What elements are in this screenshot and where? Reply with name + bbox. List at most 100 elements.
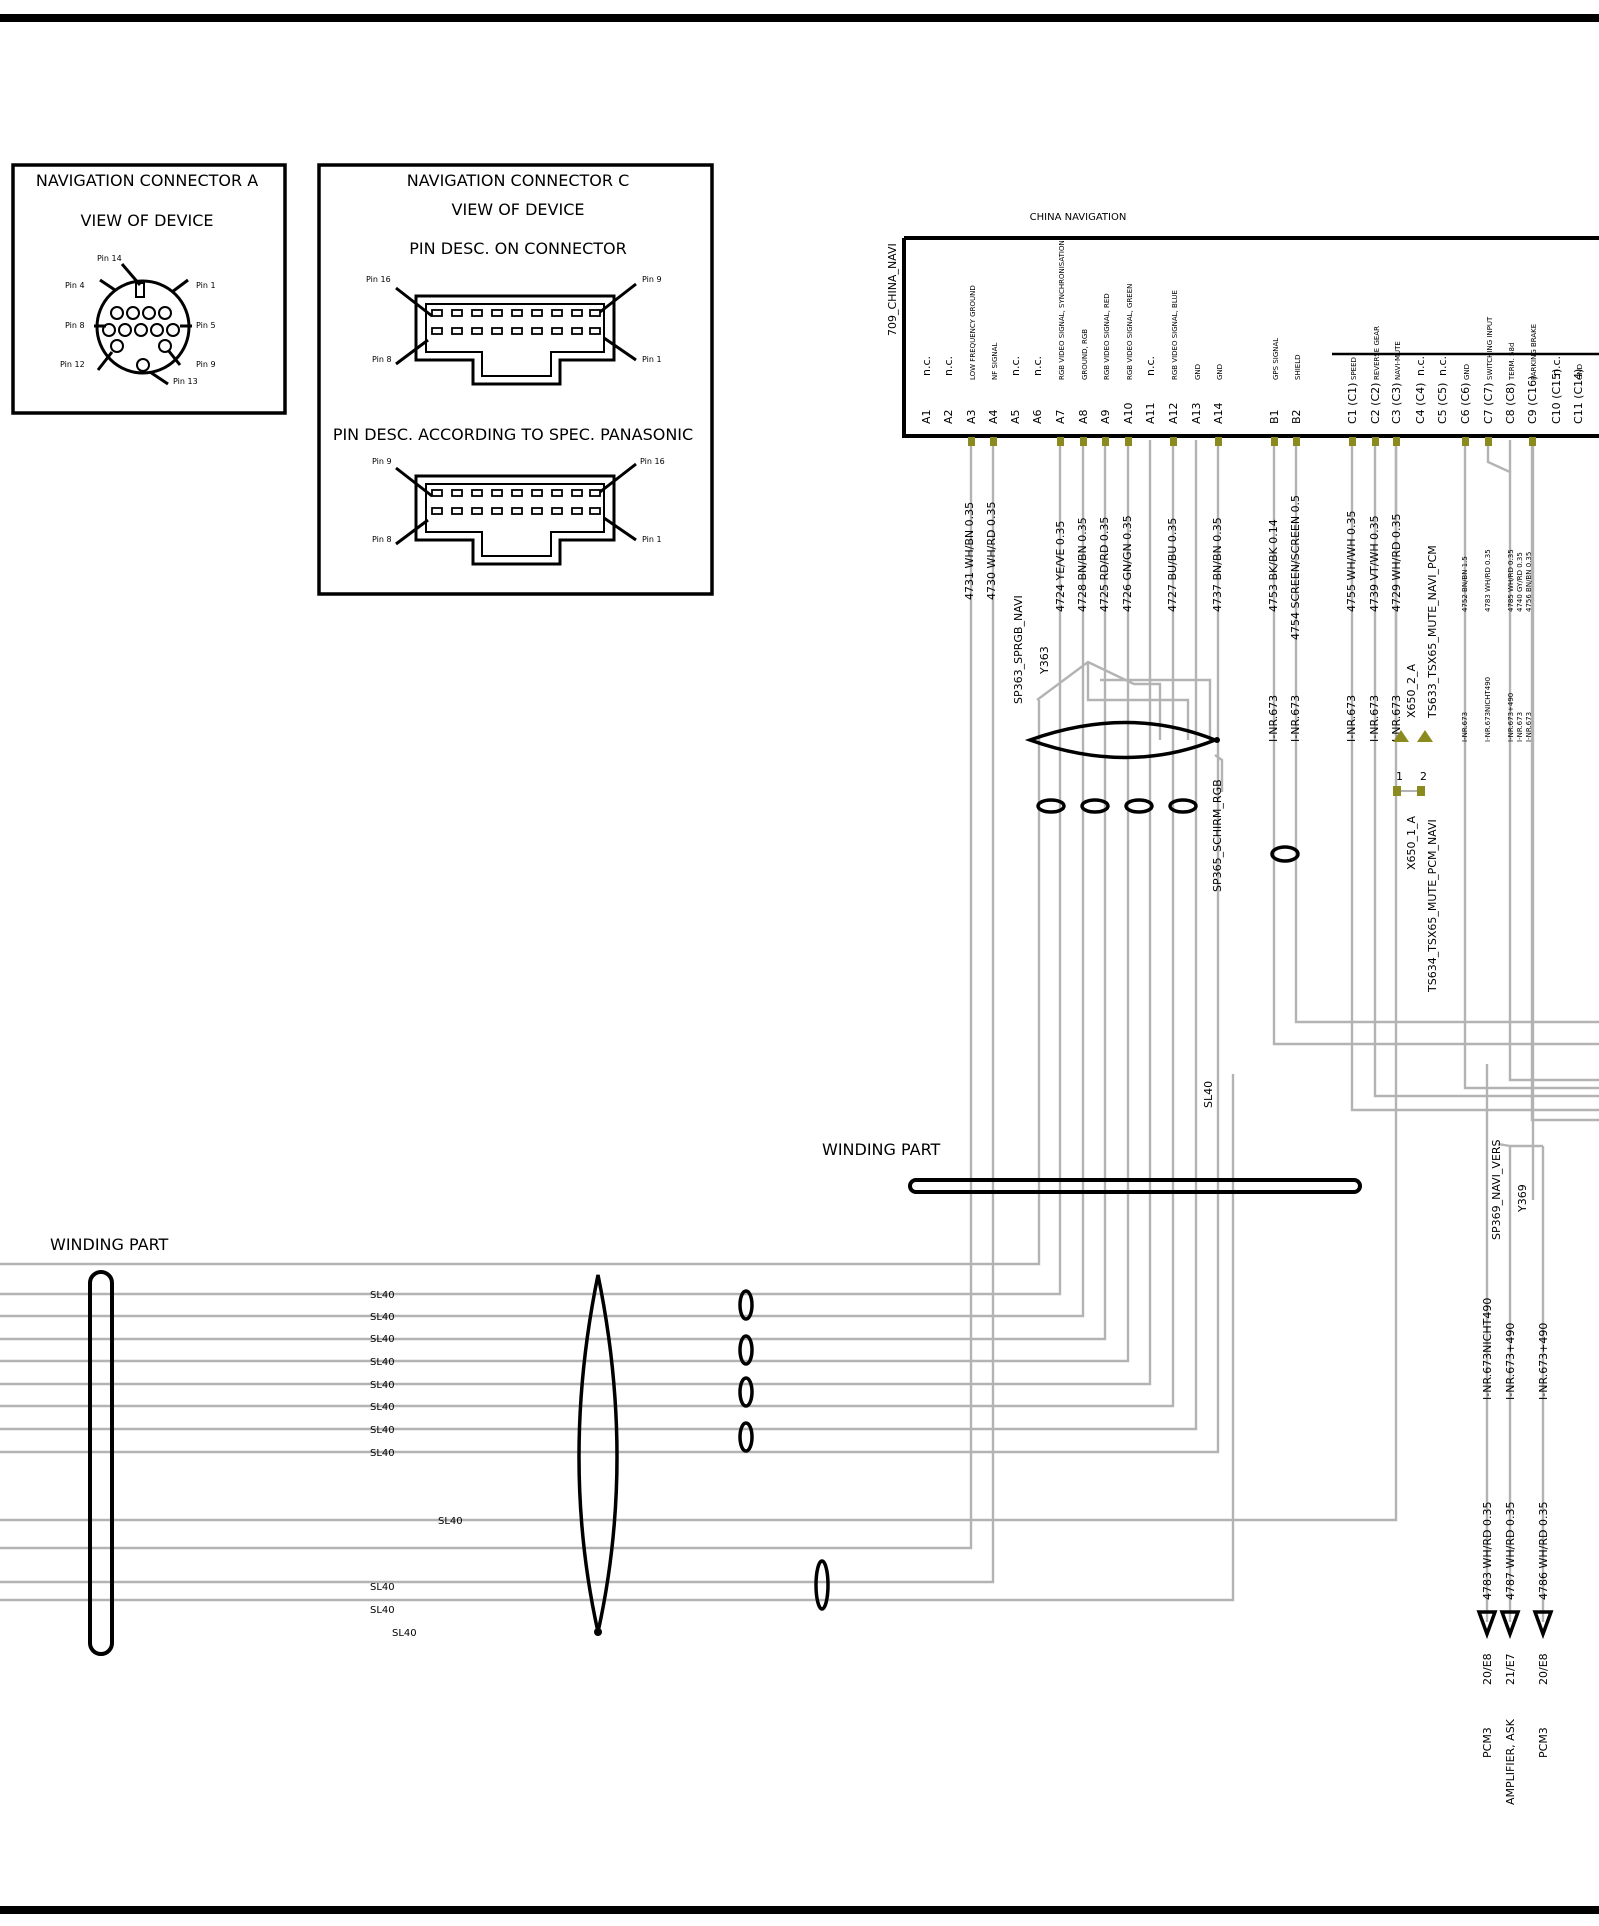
pin-marker	[968, 437, 975, 446]
rect-connector-icon	[395, 282, 637, 386]
inr-label: I-NR.673	[1289, 695, 1302, 742]
top-border	[0, 14, 1599, 22]
sl40-label: SL40	[370, 1334, 395, 1345]
pin-label: Pin 1	[196, 281, 216, 290]
navi-pin-desc: n.c.	[1031, 356, 1044, 376]
inr-label: I-NR.673NICHT490	[1484, 677, 1492, 742]
sl40-label: SL40	[370, 1357, 395, 1368]
winding-part-label: WINDING PART	[822, 1140, 941, 1159]
y369-label: Y369	[1516, 1184, 1529, 1213]
navi-pin-desc: GND	[1216, 364, 1224, 380]
sl40-label: SL40	[370, 1380, 395, 1391]
sl40-label: SL40	[370, 1605, 395, 1616]
wire-label: 4724 YE/VE 0.35	[1054, 521, 1067, 612]
navi-pin-id: A1	[920, 409, 933, 424]
x650-2-label: X650_2_A	[1405, 663, 1418, 718]
sl40-labels: SL40SL40SL40SL40SL40SL40SL40SL40SL40SL40…	[370, 1290, 463, 1639]
connector-c-box: NAVIGATION CONNECTOR C VIEW OF DEVICE PI…	[317, 163, 714, 596]
navi-pin-id: A4	[987, 409, 1000, 424]
navi-pin-desc: SWITCHING INPUT	[1486, 316, 1494, 380]
pin-label: Pin 1	[642, 535, 662, 544]
navi-pin-id: B2	[1290, 409, 1303, 424]
wire-label: 4737 BN/BN 0.35	[1211, 517, 1224, 612]
pin-marker	[1462, 437, 1469, 446]
wire-labels: 4731 WH/BN 0.35 4730 WH/RD 0.35 4724 YE/…	[963, 495, 1533, 640]
pin-marker	[1372, 437, 1379, 446]
wire-label: 4783 WH/RD 0.35	[1484, 549, 1492, 612]
inr-label: I-NR.673	[1345, 695, 1358, 742]
inr-label: I-NR.673+490	[1507, 693, 1515, 742]
pin-marker	[1293, 437, 1300, 446]
navi-pin-desc: n.c.	[942, 356, 955, 376]
connector-c-desc2: PIN DESC. ACCORDING TO SPEC. PANASONIC	[333, 425, 693, 444]
sl40-label: SL40	[370, 1290, 395, 1301]
winding-part-right: WINDING PART	[822, 1140, 1362, 1194]
sl40-label: SL40	[370, 1582, 395, 1593]
navi-pin-desc: n.c.	[1144, 356, 1157, 376]
navi-pin-id: C4 (C4)	[1414, 383, 1427, 424]
output-arrow-icon	[1499, 1610, 1521, 1640]
inr-labels: I-NR.673 I-NR.673 I-NR.673 I-NR.673 I-NR…	[1267, 677, 1533, 742]
pin-label: Pin 16	[640, 457, 665, 466]
navi-pin-desc: GND	[1194, 364, 1202, 380]
inr-label: I-NR.673	[1516, 712, 1524, 742]
navi-pin-id: C7 (C7)	[1482, 383, 1495, 424]
navi-pin-id: A8	[1077, 409, 1090, 424]
output-wire-label: 4786 WH/RD 0.35	[1537, 1502, 1550, 1600]
sp365-label: SP365_SCHIRM_RGB	[1211, 779, 1224, 892]
navi-pin-id: C3 (C3)	[1390, 383, 1403, 424]
pin-marker	[1215, 437, 1222, 446]
wire-label: 4727 BU/BU 0.35	[1166, 518, 1179, 612]
connector-c-title: NAVIGATION CONNECTOR C	[407, 171, 630, 190]
navi-unit-ref: 709_CHINA_NAVI	[886, 243, 899, 336]
navi-pin-id: C10 (C15)	[1550, 369, 1563, 424]
inr-label: I-NR.673	[1390, 695, 1403, 742]
sl40-label: SL40	[370, 1448, 395, 1459]
pin-marker	[1349, 437, 1356, 446]
navi-pin-desc: NF SIGNAL	[991, 343, 999, 380]
connector-c-desc1: PIN DESC. ON CONNECTOR	[409, 239, 626, 258]
navi-pin-id: A13	[1190, 402, 1203, 424]
navi-pin-desc: REVERSE GEAR	[1373, 326, 1381, 380]
navi-pin-desc: SHIELD	[1294, 355, 1302, 380]
pin-label: Pin 4	[65, 281, 85, 290]
pin-marker	[1102, 437, 1109, 446]
pin-label: Pin 14	[97, 254, 122, 263]
pin-label: Pin 5	[196, 321, 216, 330]
navi-pin-desc: n.c.	[1009, 356, 1022, 376]
navi-pin-id: A14	[1212, 402, 1225, 424]
navi-pin-desc: RGB VIDEO SIGNAL, BLUE	[1171, 290, 1179, 380]
pin-marker	[1529, 437, 1536, 446]
x650-1-label: X650_1_A	[1405, 815, 1418, 870]
wire-label: 4756 BN/BN 0.35	[1525, 552, 1533, 612]
navi-pin-desc: GND	[1463, 364, 1471, 380]
wire-label: 4725 RD/RD 0.35	[1098, 517, 1111, 612]
pin-label: Pin 9	[196, 360, 216, 369]
wire-label: 4754 SCREEN/SCREEN 0.5	[1289, 495, 1302, 640]
navi-pin-id: A5	[1009, 409, 1022, 424]
navi-pin-id: A9	[1099, 409, 1112, 424]
pin-marker	[1170, 437, 1177, 446]
navi-pin-id: A2	[942, 409, 955, 424]
navi-pin-desc: n.c.	[1550, 356, 1563, 376]
pin-label: Pin 12	[60, 360, 85, 369]
navi-pin-desc: RGB VIDEO SIGNAL, SYNCHRONISATION	[1058, 240, 1066, 380]
round-connector-icon	[94, 263, 192, 386]
output-arrow-icon	[1532, 1610, 1554, 1640]
bottom-border	[0, 1906, 1599, 1914]
output-loc: 21/E7	[1504, 1653, 1517, 1685]
pin-label: Pin 8	[372, 535, 392, 544]
pin-label: Pin 16	[366, 275, 391, 284]
pin-label: Pin 8	[372, 355, 392, 364]
navi-pin-id: C2 (C2)	[1369, 383, 1382, 424]
wire-label: 4739 VT/WH 0.35	[1368, 515, 1381, 612]
wire-label: 4726 GN/GN 0.35	[1121, 515, 1134, 612]
output-inr-label: I-NR.673+490	[1537, 1323, 1550, 1400]
navi-pin-desc: n.c.	[1414, 356, 1427, 376]
output-dest: PCM3	[1537, 1727, 1550, 1758]
pin-marker	[1271, 437, 1278, 446]
connector-c-subtitle: VIEW OF DEVICE	[452, 200, 585, 219]
wire-label: 4755 WH/WH 0.35	[1345, 511, 1358, 612]
navi-pin-id: A12	[1167, 402, 1180, 424]
navi-pin-id: C8 (C8)	[1504, 383, 1517, 424]
